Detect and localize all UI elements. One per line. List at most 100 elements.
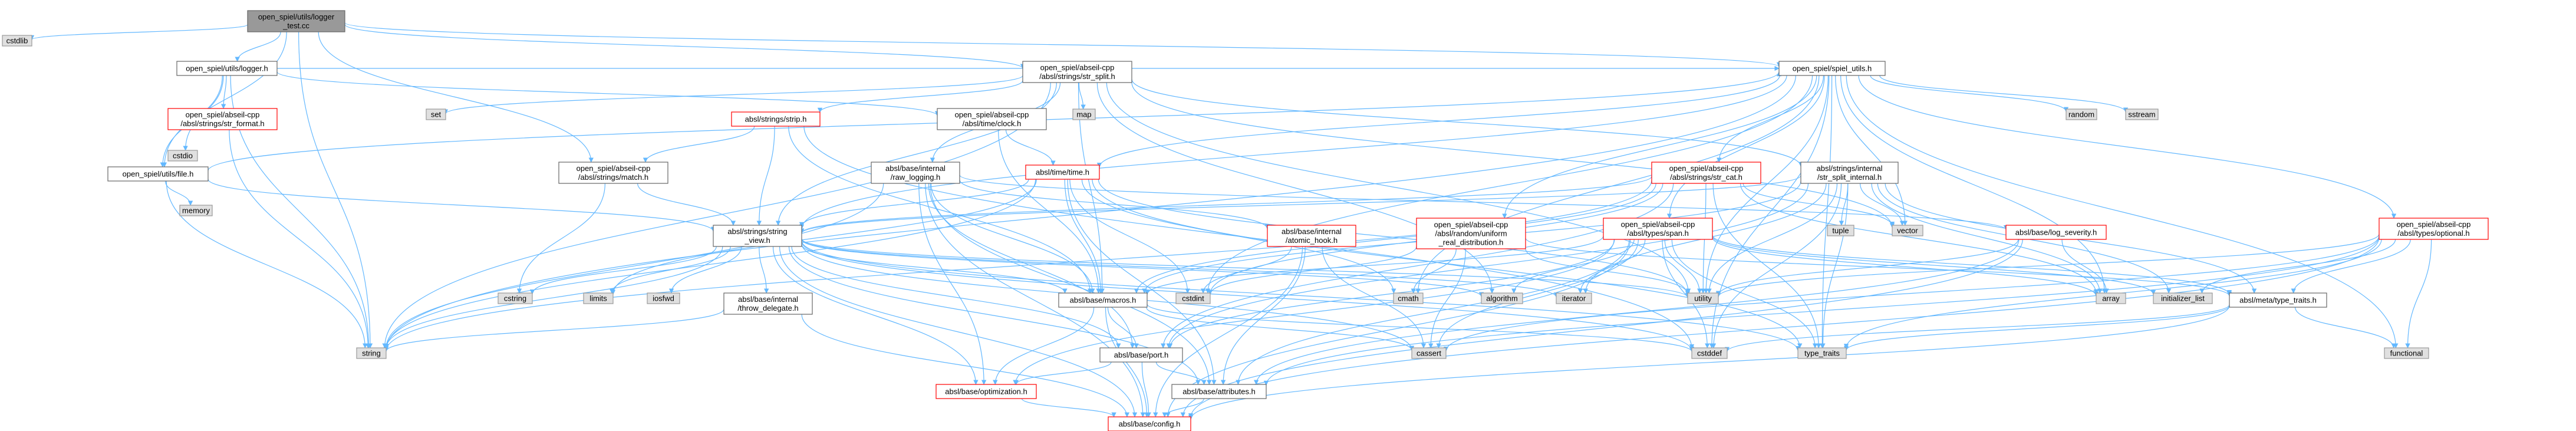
edge-string_view-to-string [383, 246, 723, 350]
node-box [2229, 292, 2327, 308]
node-box [1691, 347, 1728, 359]
edge-span-to-optimization [1013, 239, 1615, 385]
edge-clock-to-time_h [1005, 129, 1056, 166]
edge-span-to-type_traits_meta [1712, 235, 2232, 295]
node-str-split-internal[interactable]: absl/strings/internal/str_split_internal… [1800, 162, 1899, 184]
node-label: random [2068, 110, 2094, 119]
edge-str_split_internal-to-array [1871, 183, 2103, 294]
node-clock[interactable]: open_spiel/abseil-cpp/absl/time/clock.h [937, 108, 1047, 130]
edge-str_cat-to-vector [1742, 183, 1895, 227]
node-cstring: cstring [498, 292, 533, 304]
node-logger-h[interactable]: open_spiel/utils/logger.h [176, 61, 278, 76]
edge-strip-to-string_view [756, 126, 775, 226]
node-match[interactable]: open_spiel/abseil-cpp/absl/strings/match… [558, 162, 668, 184]
node-strip[interactable]: absl/strings/strip.h [731, 111, 821, 127]
node-root[interactable]: open_spiel/utils/logger_test.cc [247, 10, 345, 32]
edge-spiel_utils-to-vector [1835, 75, 1908, 226]
node-config[interactable]: absl/base/config.h [1108, 416, 1191, 431]
node-label: sstream [2128, 110, 2155, 119]
edge-optional-to-attributes [1263, 236, 2380, 386]
edge-spiel_utils-to-array [1840, 75, 2107, 294]
node-label: open_spiel/utils/logger [258, 12, 335, 21]
node-label: limits [589, 294, 607, 303]
node-label: absl/meta/type_traits.h [2239, 296, 2317, 305]
edge-string_view-to-port [791, 246, 1121, 348]
node-label: array [2102, 294, 2120, 303]
edge-logger_h-to-clock [276, 71, 940, 116]
node-throw-delegate[interactable]: absl/base/internal/throw_delegate.h [723, 292, 813, 315]
node-box [1025, 164, 1100, 180]
node-label: /absl/strings/str_cat.h [1670, 173, 1742, 182]
node-label: string [362, 349, 381, 358]
node-tuple: tuple [1827, 225, 1854, 236]
edge-str_cat-to-string_view [799, 176, 1652, 233]
edge-port-to-optimization [1013, 361, 1112, 385]
node-uniform-real[interactable]: open_spiel/abseil-cpp/absl/random/unifor… [1416, 218, 1526, 249]
node-label: tuple [1832, 226, 1849, 235]
node-box [937, 108, 1047, 130]
node-span[interactable]: open_spiel/abseil-cpp/absl/types/span.h [1603, 218, 1713, 240]
edge-string_view-to-config [779, 246, 1138, 417]
edge-atomic_hook-to-cstdint [1200, 246, 1292, 294]
edge-str_format-to-string [229, 129, 371, 348]
edge-optional-to-config [1188, 237, 2380, 419]
edge-str_split-to-algorithm [1096, 82, 1495, 294]
node-attributes[interactable]: absl/base/attributes.h [1171, 384, 1267, 399]
edge-string_view-to-limits [609, 246, 731, 294]
node-raw-logging[interactable]: absl/base/internal/raw_logging.h [871, 162, 960, 184]
node-box [167, 108, 278, 130]
node-label: open_spiel/spiel_utils.h [1793, 64, 1872, 73]
edge-str_split_internal-to-string_view [799, 175, 1801, 234]
node-macros[interactable]: absl/base/macros.h [1058, 292, 1148, 308]
edge-string_view-to-macros [801, 244, 1068, 294]
node-type-traits-meta[interactable]: absl/meta/type_traits.h [2229, 292, 2327, 308]
node-str-split[interactable]: open_spiel/abseil-cpp/absl/strings/str_s… [1022, 61, 1132, 83]
edge-span-to-attributes [1236, 239, 1630, 385]
edge-log_severity-to-array [2061, 239, 2109, 294]
node-algorithm: algorithm [1481, 292, 1523, 304]
edge-attributes-to-config [1162, 398, 1204, 417]
node-port[interactable]: absl/base/port.h [1099, 347, 1183, 363]
node-cstddef: cstddef [1691, 347, 1728, 359]
node-label: /absl/strings/str_split.h [1039, 72, 1115, 81]
node-box [1416, 218, 1526, 249]
edge-str_cat-to-array [1740, 183, 2099, 295]
node-str-cat[interactable]: open_spiel/abseil-cpp/absl/strings/str_c… [1651, 162, 1761, 184]
edge-span-to-array [1712, 237, 2099, 297]
node-optional[interactable]: open_spiel/abseil-cpp/absl/types/optiona… [2379, 218, 2489, 240]
edge-throw_delegate-to-config [801, 314, 1130, 417]
edge-match-to-cstring [516, 183, 605, 294]
node-log-severity[interactable]: absl/base/log_severity.h [2005, 225, 2107, 240]
node-file-h[interactable]: open_spiel/utils/file.h [107, 166, 209, 182]
edge-spiel_utils-to-functional [1846, 75, 2399, 348]
node-string-view[interactable]: absl/strings/string_view.h [713, 225, 802, 247]
node-cmath: cmath [1393, 292, 1424, 304]
edge-macros-to-optimization [993, 307, 1095, 385]
node-atomic-hook[interactable]: absl/base/internal/atomic_hook.h [1267, 225, 1356, 247]
edge-time_h-to-cstdint [1069, 179, 1190, 294]
edge-span-to-cassert [1436, 239, 1639, 348]
node-box [1687, 292, 1719, 304]
edge-raw_logging-to-string [383, 183, 884, 349]
node-label: iterator [1562, 294, 1586, 303]
node-label: vector [1897, 226, 1918, 235]
node-label: memory [182, 206, 210, 215]
node-label: type_traits [1804, 349, 1840, 358]
edge-str_split-to-string [382, 82, 1051, 348]
node-box [1267, 225, 1356, 247]
edge-str_split-to-set [443, 75, 1023, 114]
edge-root-to-string [298, 31, 373, 348]
edge-string_view-to-cstring [529, 246, 717, 295]
edge-spiel_utils-to-span [1666, 75, 1825, 219]
edge-root-to-match [318, 31, 594, 163]
node-optimization[interactable]: absl/base/optimization.h [935, 384, 1037, 399]
node-label: open_spiel/abseil-cpp [2397, 220, 2471, 229]
node-label: open_spiel/utils/file.h [123, 170, 194, 179]
node-time-h[interactable]: absl/time/time.h [1025, 164, 1100, 180]
node-label: set [431, 110, 442, 119]
edge-str_split_internal-to-vector [1860, 183, 1905, 226]
node-random: random [2066, 108, 2097, 120]
node-spiel-utils[interactable]: open_spiel/spiel_utils.h [1778, 61, 1886, 76]
node-str-format[interactable]: open_spiel/abseil-cpp/absl/strings/str_f… [167, 108, 278, 130]
edge-log_severity-to-attributes [1253, 239, 2020, 385]
